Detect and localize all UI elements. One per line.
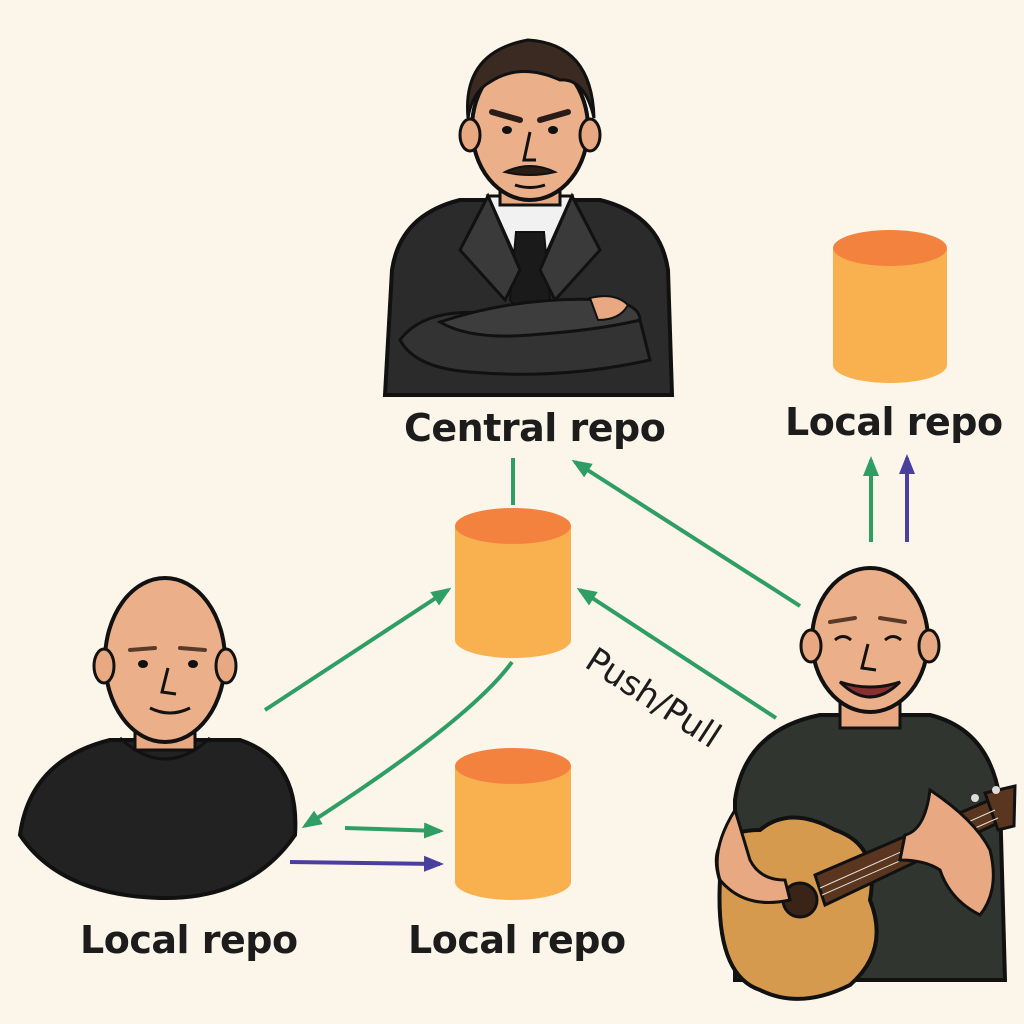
guitarist-avatar xyxy=(714,566,1017,1001)
arrow-left-to-repo xyxy=(263,587,452,712)
local-repo-top-right-label: Local repo xyxy=(785,400,1003,444)
arrow-left-to-bottom-blue xyxy=(289,855,444,872)
central-repo-label: Central repo xyxy=(404,406,666,450)
repo-cylinder-bottom xyxy=(455,748,571,900)
arrow-left-to-bottom-green xyxy=(344,822,444,839)
local-repo-left-label: Local repo xyxy=(80,918,298,962)
arrow-repo-to-left xyxy=(301,660,514,829)
manager-avatar xyxy=(382,38,675,397)
local-repo-bottom-label: Local repo xyxy=(408,918,626,962)
arrow-guitarist-to-repo xyxy=(576,587,778,720)
repo-cylinder-top-right xyxy=(833,230,947,383)
developer-avatar-left xyxy=(17,576,298,901)
connection-arrows xyxy=(263,454,915,872)
repo-cylinder-center xyxy=(455,508,571,658)
guitar-icon xyxy=(714,784,1017,1001)
arrow-guitarist-to-central xyxy=(571,459,802,608)
